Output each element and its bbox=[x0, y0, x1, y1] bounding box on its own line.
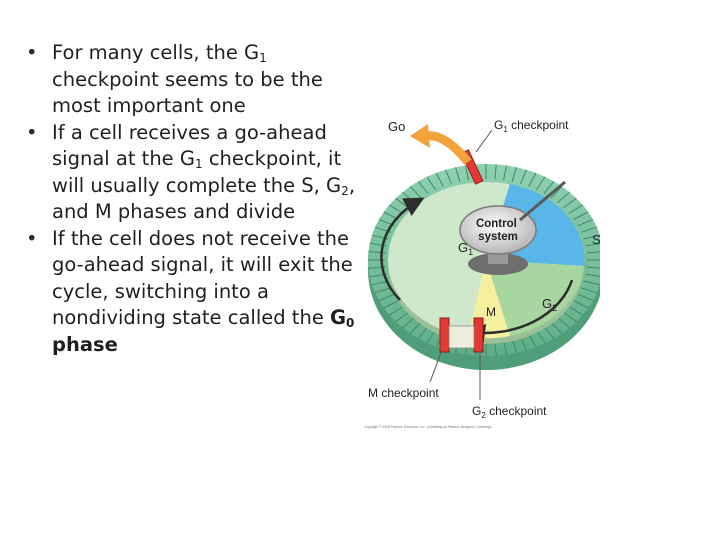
bullet-dot-icon: • bbox=[26, 41, 38, 64]
bullet-item: • If the cell does not receive the go-ah… bbox=[26, 226, 366, 359]
ring-tick bbox=[563, 197, 577, 209]
ring-tick bbox=[445, 169, 452, 185]
ring-tick bbox=[374, 287, 392, 294]
bullet-item: • For many cells, the G1 checkpoint seem… bbox=[26, 40, 366, 120]
ring-tick bbox=[389, 204, 404, 214]
copyright-note: Copyright © 2008 Pearson Education, Inc.… bbox=[364, 425, 492, 429]
ring-tick bbox=[520, 169, 527, 185]
ring-tick bbox=[426, 176, 436, 191]
g0-letter: G bbox=[330, 306, 347, 329]
ring-tick bbox=[580, 226, 598, 233]
ring-tick bbox=[426, 329, 436, 344]
ring-tick bbox=[383, 300, 399, 309]
checkpoint-gate-panel bbox=[448, 325, 475, 349]
bullet-text: checkpoint seems to be the most importan… bbox=[52, 67, 323, 118]
ring-tick bbox=[573, 211, 589, 220]
cycle-arrow-lower bbox=[465, 279, 574, 344]
ring-tick bbox=[409, 186, 422, 199]
bullet-dot-icon: • bbox=[26, 120, 38, 144]
ring-tick bbox=[543, 326, 555, 339]
ring-tick bbox=[528, 172, 537, 187]
bullet-item: • If a cell receives a go-ahead signal a… bbox=[26, 120, 366, 226]
go-arrow-head-icon bbox=[410, 124, 430, 148]
ring-tick bbox=[536, 329, 546, 344]
ring-tick bbox=[378, 293, 395, 302]
ring-tick bbox=[577, 218, 594, 227]
control-system-label: Control system bbox=[476, 218, 520, 243]
ring-tick bbox=[511, 167, 517, 182]
go-label: Go bbox=[388, 119, 405, 134]
bullet-subscript: 1 bbox=[259, 51, 267, 65]
control-system-dial bbox=[459, 205, 537, 255]
m-checkpoint-label: M checkpoint bbox=[368, 386, 439, 400]
ring-tick bbox=[585, 273, 600, 277]
g0-phase-word: phase bbox=[52, 332, 118, 356]
g1-checkpoint-pointer bbox=[475, 129, 493, 153]
ring-tick bbox=[503, 165, 507, 181]
cell-cycle-diagram: Go G1 checkpoint Control system S G1 M G… bbox=[364, 118, 600, 429]
ring-tick bbox=[557, 316, 570, 329]
bullet-list: • For many cells, the G1 checkpoint seem… bbox=[26, 40, 366, 358]
bullet-dot-icon: • bbox=[26, 226, 38, 250]
bullet-subscript: 1 bbox=[194, 157, 203, 171]
ring-tick bbox=[417, 181, 429, 194]
ring-tick bbox=[557, 191, 570, 204]
ring-tick bbox=[389, 306, 404, 316]
m-phase-label: M bbox=[486, 305, 496, 319]
bullet-subscript: 2 bbox=[341, 183, 349, 198]
bullet-text: If the cell does not receive the go-ahea… bbox=[52, 226, 353, 330]
ring-tick bbox=[395, 311, 409, 323]
s-phase-label: S bbox=[592, 232, 600, 247]
ring-tick bbox=[465, 165, 469, 181]
ring-tick bbox=[402, 316, 415, 329]
go-arrow-icon bbox=[425, 131, 472, 165]
ring-tick bbox=[417, 326, 429, 339]
ring-tick bbox=[550, 321, 563, 334]
ring-tick bbox=[580, 287, 598, 294]
m-checkpoint-barrier bbox=[439, 317, 450, 353]
ring-tick bbox=[573, 300, 589, 309]
bullet-text: , and M phases and divide bbox=[52, 173, 356, 224]
bullet-text: checkpoint, it will usually complete the… bbox=[52, 147, 342, 197]
ring-tick bbox=[568, 204, 583, 214]
ring-tick bbox=[563, 311, 577, 323]
g2-checkpoint-barrier bbox=[473, 317, 484, 353]
ring-tick bbox=[435, 172, 444, 187]
ring-tick bbox=[583, 280, 600, 286]
ring-tick bbox=[577, 293, 594, 302]
ring-tick bbox=[585, 243, 600, 247]
ring-tick bbox=[568, 306, 583, 316]
m-checkpoint-pointer bbox=[429, 349, 443, 383]
ring-tick bbox=[586, 266, 600, 269]
g1-phase-label: G1 bbox=[458, 240, 473, 257]
g0-subscript: 0 bbox=[346, 316, 355, 330]
bullet-text: If a cell receives a go-ahead signal at … bbox=[52, 120, 327, 171]
ring-tick bbox=[586, 251, 600, 254]
bullet-text: For many cells, the G bbox=[52, 41, 260, 64]
g2-phase-sector bbox=[486, 260, 584, 336]
g2-phase-label: G2 bbox=[542, 296, 557, 313]
ring-tick bbox=[550, 186, 563, 199]
ring-tick bbox=[543, 181, 555, 194]
cycle-arrow bbox=[380, 197, 425, 301]
g1-checkpoint-label: G1 checkpoint bbox=[494, 118, 569, 134]
ring-tick bbox=[409, 321, 422, 334]
ring-tick bbox=[455, 167, 461, 182]
ring-tick bbox=[494, 164, 497, 180]
control-pointer bbox=[519, 180, 566, 222]
g0-term: G0 phase bbox=[52, 306, 354, 356]
ring-tick bbox=[583, 234, 600, 240]
g2-checkpoint-label: G2 checkpoint bbox=[472, 404, 547, 420]
ring-tick bbox=[536, 176, 546, 191]
